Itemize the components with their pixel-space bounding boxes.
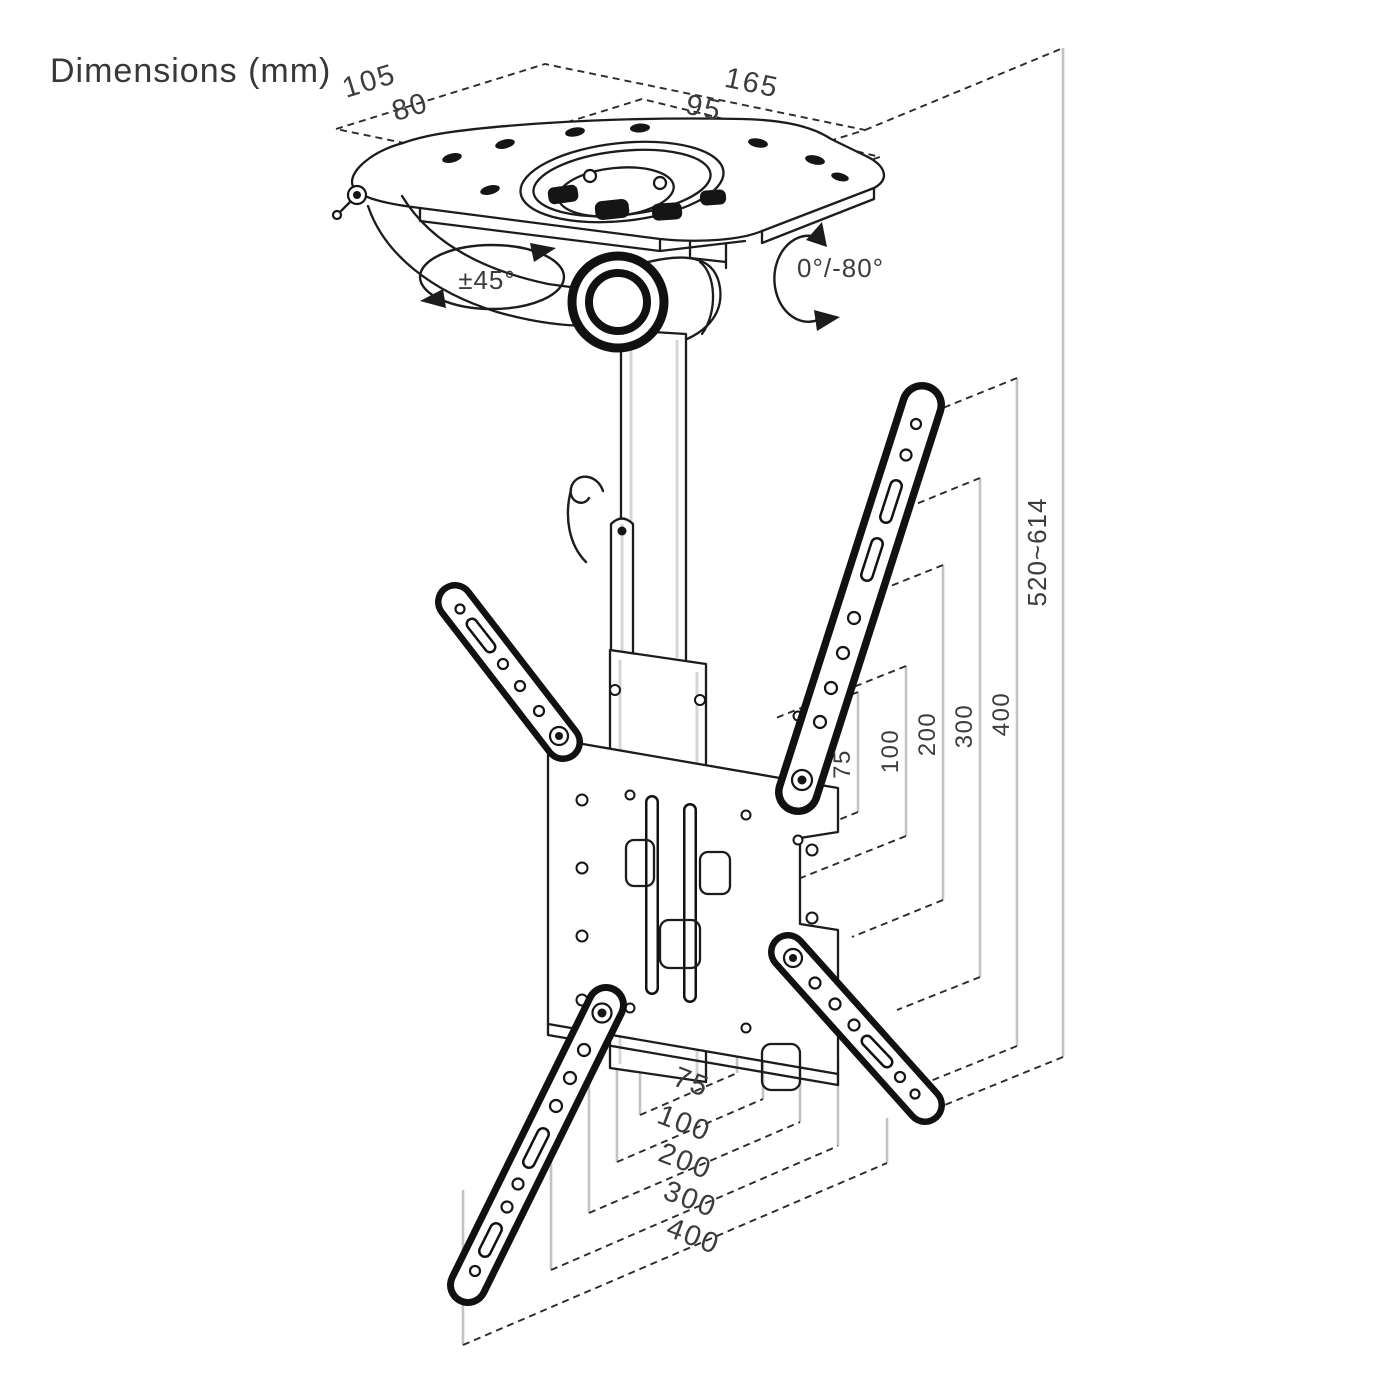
diagram-title: Dimensions (mm) — [50, 52, 331, 90]
dim-label-inner-depth: 80 — [388, 87, 432, 128]
tilt-arrow — [773, 222, 840, 331]
vesa-v-label-75: 75 — [829, 749, 856, 779]
mount-column — [366, 194, 728, 664]
vesa-adapter-plate — [546, 648, 840, 1092]
vesa-v-label-200: 200 — [914, 712, 941, 757]
vesa-arm-lower-right — [768, 932, 945, 1125]
vesa-arm-upper-left — [435, 582, 583, 762]
ceiling-plate — [331, 117, 885, 253]
dim-label-outer-width: 165 — [722, 62, 782, 105]
vesa-h-label-100: 100 — [653, 1099, 715, 1148]
vesa-v-label-300: 300 — [951, 704, 978, 749]
swivel-angle-label: ±45° — [458, 265, 516, 295]
height-range-label: 520~614 — [1022, 498, 1052, 607]
vesa-h-label-300: 300 — [659, 1175, 721, 1224]
vesa-vertical-dimension-lines — [775, 48, 1065, 1114]
dim-label-inner-width: 95 — [683, 89, 725, 128]
plate-screw — [331, 184, 368, 221]
vesa-h-label-200: 200 — [654, 1137, 716, 1186]
swivel-arrow — [418, 243, 566, 311]
tilt-angle-label: 0°/-80° — [797, 253, 884, 283]
vesa-v-label-100: 100 — [877, 729, 904, 774]
vesa-v-label-400: 400 — [988, 692, 1015, 737]
vesa-h-label-400: 400 — [662, 1212, 724, 1261]
vesa-arm-upper-right — [775, 382, 945, 815]
cable-hook — [566, 475, 605, 564]
vesa-arm-lower-left — [447, 984, 627, 1306]
